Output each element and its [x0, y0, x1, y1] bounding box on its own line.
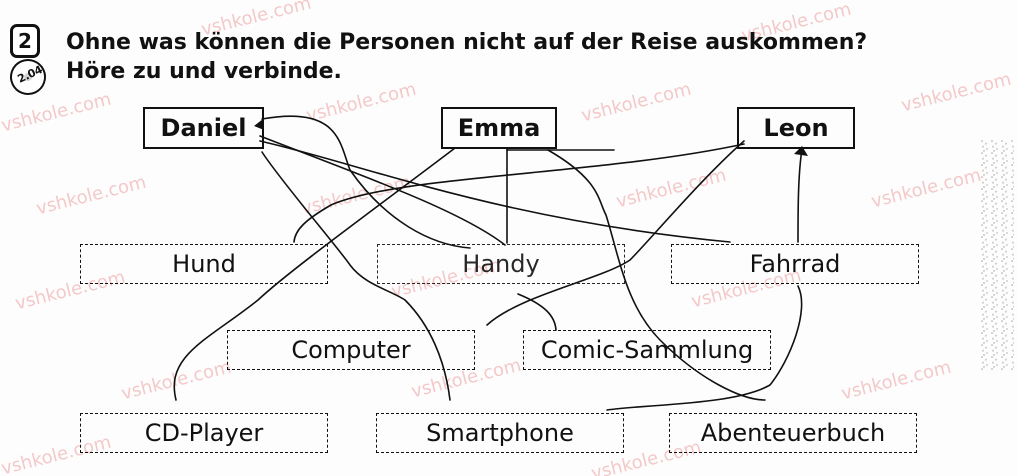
person-name-emma: Emma	[457, 114, 541, 142]
item-label-fahrrad: Fahrrad	[749, 250, 841, 278]
item-box-fahrrad: Fahrrad	[671, 244, 919, 284]
exercise-instruction: Ohne was können die Personen nicht auf d…	[66, 30, 868, 85]
watermark: vshkole.com	[34, 171, 149, 220]
audio-track-number: 2.04	[15, 63, 45, 86]
watermark: vshkole.com	[869, 164, 984, 213]
person-box-daniel: Daniel	[143, 107, 264, 149]
connection-line	[259, 140, 731, 243]
item-box-hund: Hund	[80, 244, 328, 284]
item-label-smartphone: Smartphone	[426, 419, 574, 447]
audio-cd-icon: 2.04	[4, 53, 52, 101]
item-label-hund: Hund	[172, 250, 236, 278]
person-name-daniel: Daniel	[160, 114, 247, 142]
item-box-cd-player: CD-Player	[80, 413, 328, 453]
item-box-smartphone: Smartphone	[376, 413, 624, 453]
connection-line	[517, 293, 557, 331]
watermark: vshkole.com	[119, 356, 234, 405]
connection-line	[261, 115, 471, 249]
item-box-computer: Computer	[227, 330, 475, 370]
paper-texture	[980, 140, 1014, 370]
connection-line	[293, 143, 745, 243]
watermark: vshkole.com	[299, 171, 414, 220]
item-label-abenteuerbuch: Abenteuerbuch	[700, 419, 886, 447]
person-name-leon: Leon	[763, 114, 829, 142]
connection-line	[259, 135, 506, 246]
item-label-cd-player: CD-Player	[144, 419, 264, 447]
task-number: 2	[10, 24, 40, 58]
connection-line	[486, 140, 745, 326]
watermark: vshkole.com	[839, 356, 954, 405]
connection-line	[797, 148, 803, 243]
watermark: vshkole.com	[0, 88, 114, 137]
watermark: vshkole.com	[614, 164, 729, 213]
item-box-handy: Handy	[377, 244, 625, 284]
item-label-comic-sammlung: Comic-Sammlung	[540, 336, 754, 364]
person-box-emma: Emma	[441, 107, 557, 149]
item-label-computer: Computer	[291, 336, 411, 364]
item-box-comic-sammlung: Comic-Sammlung	[523, 330, 771, 370]
item-label-handy: Handy	[462, 250, 540, 278]
item-box-abenteuerbuch: Abenteuerbuch	[669, 413, 917, 453]
person-box-leon: Leon	[737, 107, 855, 149]
